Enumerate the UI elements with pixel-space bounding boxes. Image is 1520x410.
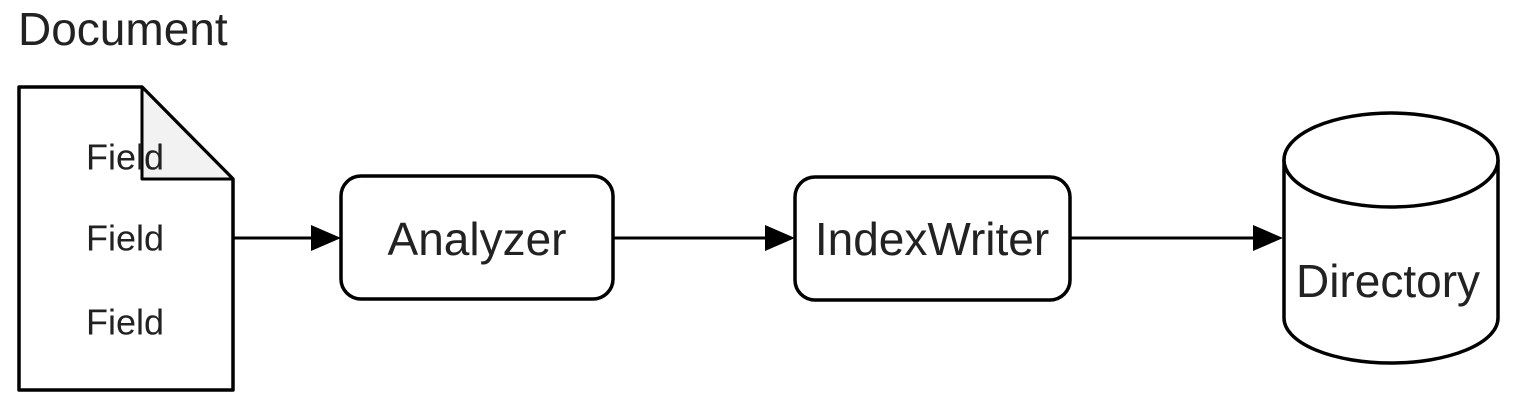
document-node: Field Field Field xyxy=(17,85,235,392)
arrowhead-icon xyxy=(1253,225,1283,251)
document-field-label-3: Field xyxy=(86,302,164,343)
document-field-label-1: Field xyxy=(86,137,164,178)
document-title-label: Document xyxy=(18,3,228,55)
document-field-label-2: Field xyxy=(86,218,164,259)
arrowhead-icon xyxy=(765,225,795,251)
analyzer-node: Analyzer xyxy=(339,174,615,301)
document-folded-corner xyxy=(140,85,235,181)
indexwriter-node: IndexWriter xyxy=(793,175,1072,302)
directory-cylinder-top xyxy=(1282,111,1500,209)
directory-cylinder-body xyxy=(1282,160,1500,365)
directory-label: Directory xyxy=(1296,255,1480,307)
analyzer-label: Analyzer xyxy=(388,213,567,265)
directory-cylinder-body-fill xyxy=(1284,160,1498,363)
arrowhead-icon xyxy=(311,225,341,251)
directory-node: Directory xyxy=(1282,111,1500,365)
edge-document-analyzer xyxy=(233,225,341,251)
indexwriter-label: IndexWriter xyxy=(815,213,1049,265)
edge-indexwriter-directory xyxy=(1070,225,1283,251)
edge-analyzer-indexwriter xyxy=(613,225,795,251)
